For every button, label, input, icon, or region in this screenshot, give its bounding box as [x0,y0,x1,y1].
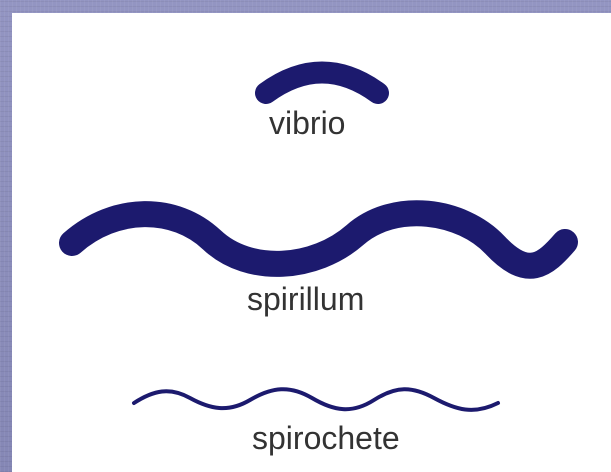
spirillum-shape [72,213,565,266]
vibrio-shape [266,73,378,94]
spirochete-shape [134,389,498,410]
spirochete-label: spirochete [252,422,400,454]
vibrio-label: vibrio [269,107,345,139]
spirillum-label: spirillum [247,283,364,315]
